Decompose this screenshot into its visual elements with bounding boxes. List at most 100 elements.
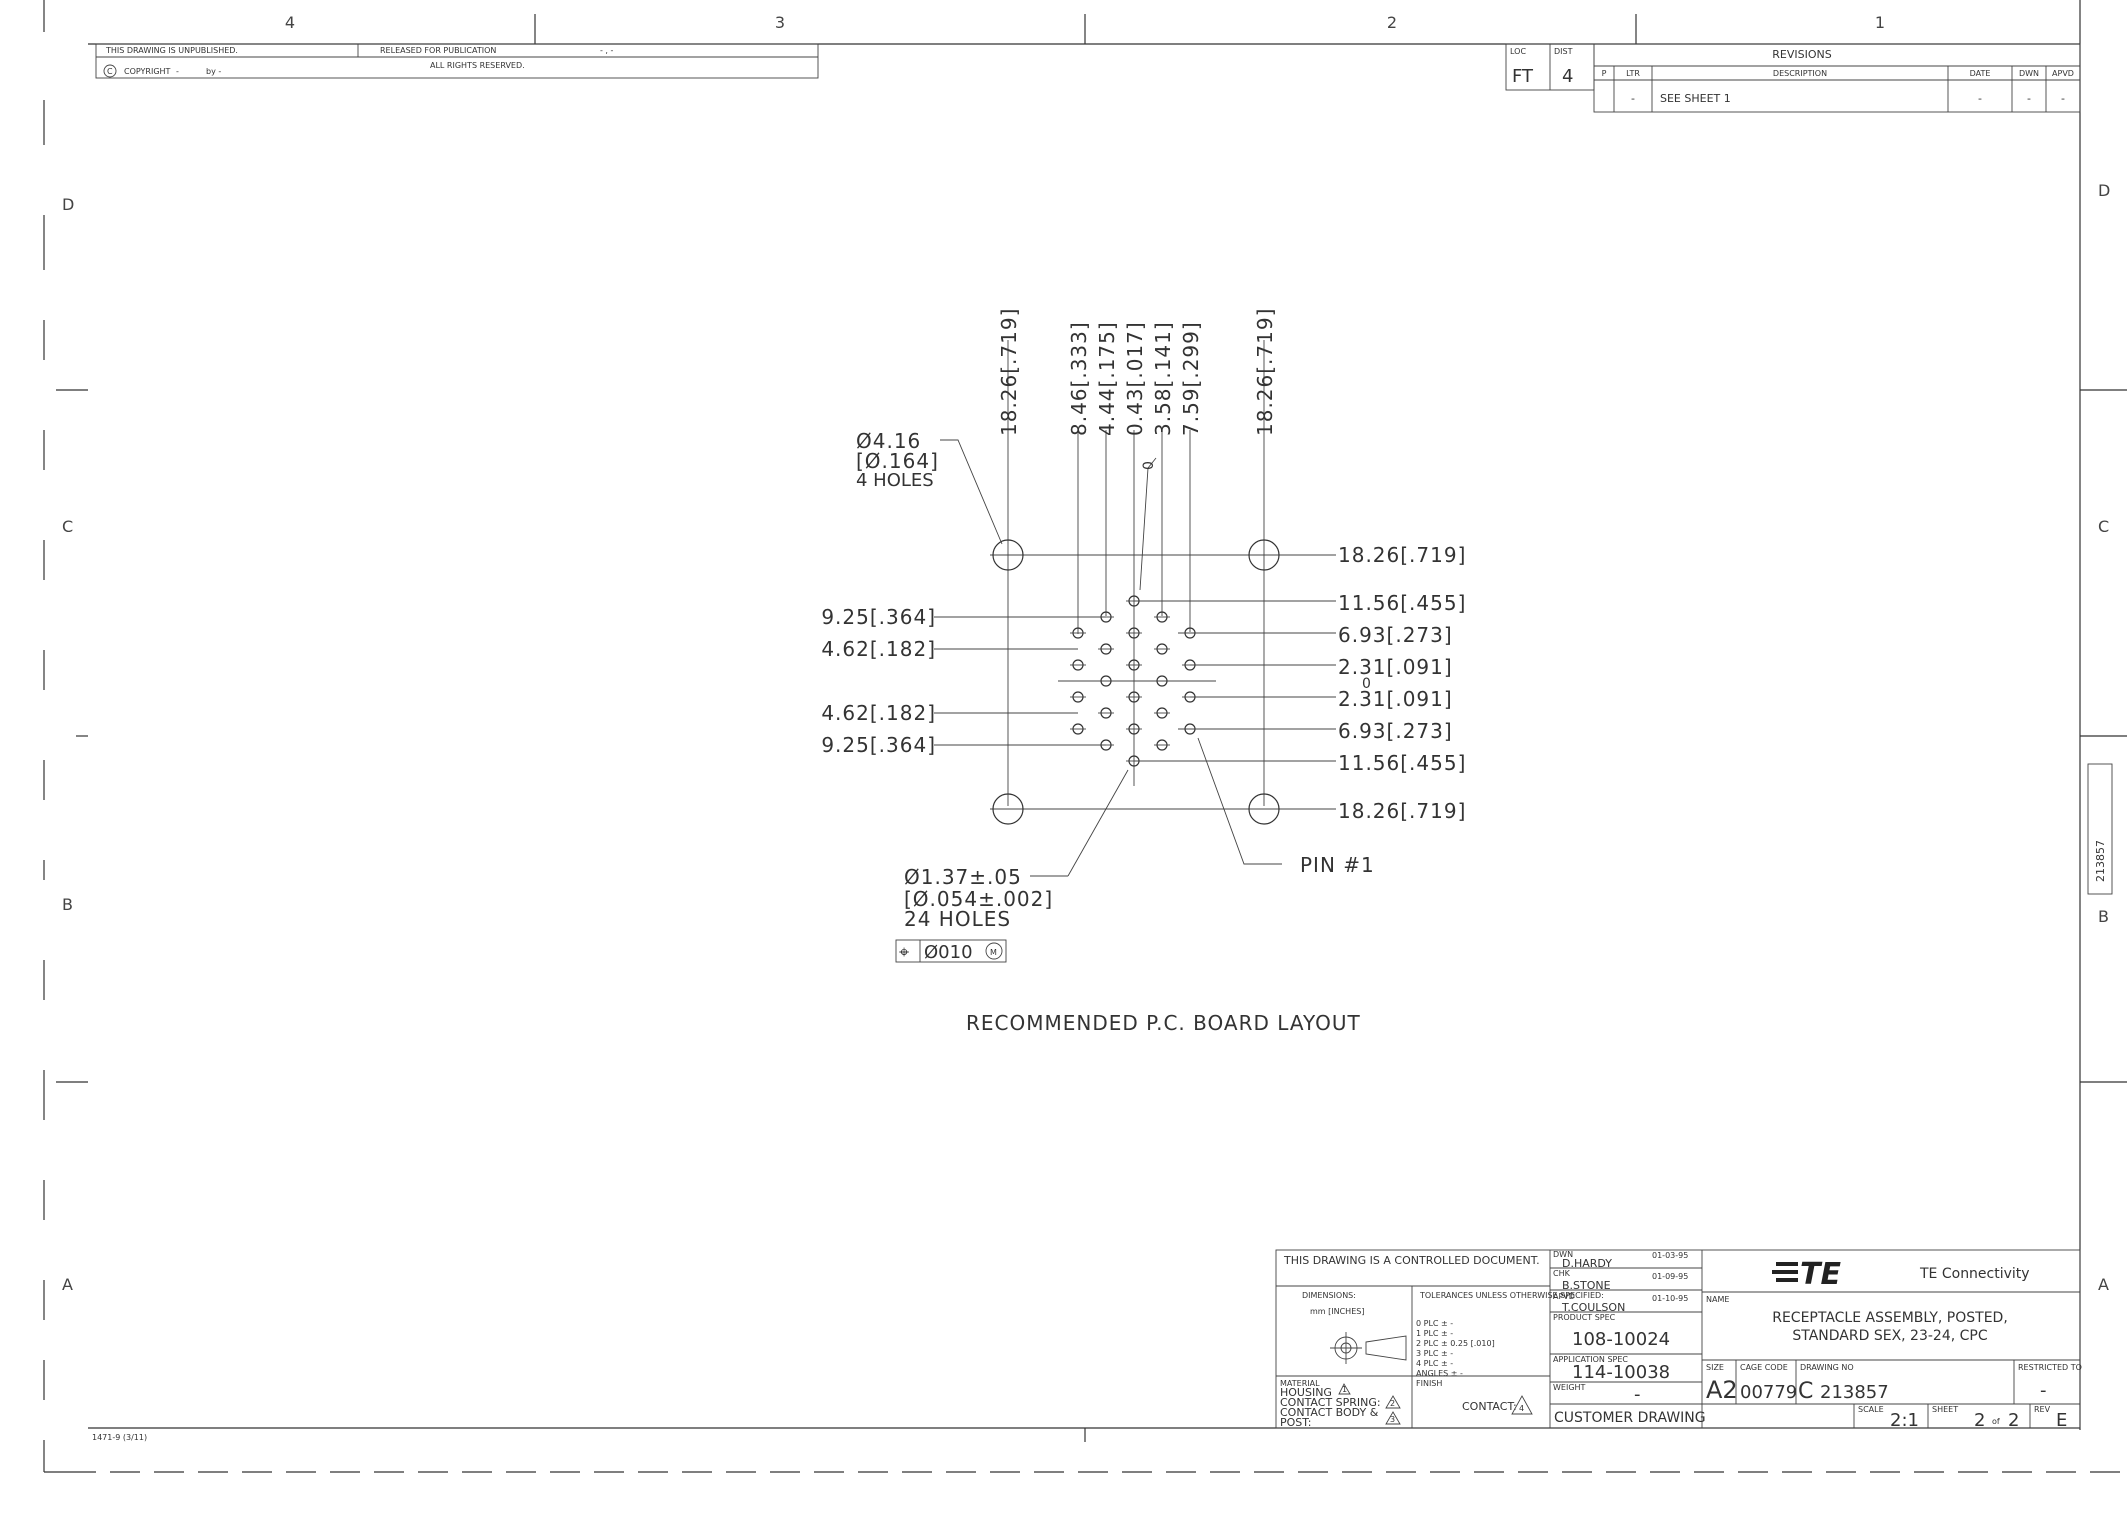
form-number: 1471-9 (3/11) bbox=[92, 1433, 147, 1442]
unpublished-note: THIS DRAWING IS UNPUBLISHED. bbox=[105, 46, 238, 55]
contact-label: CONTACT: bbox=[1462, 1400, 1517, 1413]
drawing-title: RECOMMENDED P.C. BOARD LAYOUT bbox=[966, 1011, 1361, 1035]
sheet-number: 2 bbox=[1974, 1410, 1985, 1431]
weight-value: - bbox=[1634, 1384, 1641, 1405]
mount-hole-diameter-inch: [Ø.164] bbox=[856, 449, 939, 473]
chk-label: CHK bbox=[1553, 1269, 1571, 1278]
dimensions-units: mm [INCHES] bbox=[1310, 1307, 1364, 1316]
rev-row-apvd: - bbox=[2061, 92, 2065, 105]
rev-row-desc: SEE SHEET 1 bbox=[1660, 92, 1731, 105]
pin-hole-diameter: Ø1.37±.05 bbox=[904, 865, 1022, 889]
rev-row-date: - bbox=[1978, 92, 1982, 105]
copyright-year: - bbox=[176, 67, 179, 76]
sheet-of: of bbox=[1992, 1417, 2000, 1426]
rev-header-dwn: DWN bbox=[2019, 69, 2039, 78]
zone-row-d-right: D bbox=[2098, 181, 2110, 200]
size-label: SIZE bbox=[1706, 1363, 1724, 1372]
company-name: TE Connectivity bbox=[1919, 1266, 2030, 1282]
vdim-right-mount: 18.26[.719] bbox=[1253, 308, 1277, 436]
copyright-label: COPYRIGHT bbox=[124, 67, 171, 76]
pin-hole-diameter-inch: [Ø.054±.002] bbox=[904, 887, 1053, 911]
vdim-8-46: 8.46[.333] bbox=[1067, 321, 1091, 436]
zone-row-c-right: C bbox=[2098, 517, 2109, 536]
plc-4: 4 PLC ± - bbox=[1416, 1359, 1453, 1368]
material-housing: HOUSING bbox=[1280, 1386, 1332, 1399]
mount-hole-count: 4 HOLES bbox=[856, 470, 934, 491]
vdim-3-58: 3.58[.141] bbox=[1151, 321, 1175, 436]
copyright-by: by - bbox=[206, 67, 221, 76]
part-name-line-1: RECEPTACLE ASSEMBLY, POSTED, bbox=[1772, 1310, 2008, 1326]
rev-header-apvd: APVD bbox=[2052, 69, 2074, 78]
pcb-layout: 18.26[.719] 8.46[.333] 4.44[.175] 0.43[.… bbox=[821, 308, 1466, 1035]
size-value: A2 bbox=[1706, 1376, 1738, 1404]
sheet-label: SHEET bbox=[1932, 1405, 1958, 1414]
rdim-6: 6.93[.273] bbox=[1338, 719, 1453, 743]
scale-label: SCALE bbox=[1858, 1405, 1884, 1414]
part-name-line-2: STANDARD SEX, 23-24, CPC bbox=[1792, 1328, 1987, 1344]
rev-row-ltr: - bbox=[1631, 92, 1635, 105]
loc-label: LOC bbox=[1510, 47, 1526, 56]
plc-angles: ANGLES ± - bbox=[1416, 1369, 1463, 1378]
apvd-date: 01-10-95 bbox=[1652, 1294, 1688, 1303]
dimensions-label: DIMENSIONS: bbox=[1302, 1291, 1356, 1300]
zone-col-3: 3 bbox=[775, 13, 785, 32]
product-spec-label: PRODUCT SPEC bbox=[1553, 1313, 1616, 1322]
zone-row-b-left: B bbox=[62, 895, 73, 914]
rev-row-dwn: - bbox=[2027, 92, 2031, 105]
copyright-symbol: C bbox=[107, 67, 113, 76]
rev-header-p: P bbox=[1602, 69, 1607, 78]
controlled-document: THIS DRAWING IS A CONTROLLED DOCUMENT. bbox=[1283, 1254, 1540, 1267]
revisions-title: REVISIONS bbox=[1772, 48, 1831, 61]
scale-value: 2:1 bbox=[1890, 1410, 1919, 1431]
material-body: CONTACT BODY & bbox=[1280, 1406, 1379, 1419]
vdim-0-43: 0.43[.017] bbox=[1123, 321, 1147, 436]
zone-row-c-left: C bbox=[62, 517, 73, 536]
zero-horizontal: 0 bbox=[1362, 676, 1371, 692]
material-post: POST: bbox=[1280, 1416, 1312, 1429]
dwn-label: DWN bbox=[1553, 1250, 1573, 1259]
rdim-8: 18.26[.719] bbox=[1338, 799, 1466, 823]
side-tag: 213857 bbox=[2087, 763, 2113, 895]
finish-label: FINISH bbox=[1416, 1379, 1442, 1388]
callout-4: 4 bbox=[1519, 1404, 1524, 1413]
mmc-modifier: M bbox=[990, 948, 997, 957]
tolerances-label: TOLERANCES UNLESS OTHERWISE SPECIFIED: bbox=[1419, 1291, 1604, 1300]
drawing-no-label: DRAWING NO bbox=[1800, 1363, 1854, 1372]
zone-row-a-right: A bbox=[2098, 1275, 2109, 1294]
te-logo: TE bbox=[1772, 1257, 1841, 1292]
product-spec: 108-10024 bbox=[1572, 1329, 1670, 1350]
zero-vertical: 0 bbox=[1141, 461, 1157, 470]
sheet-total: 2 bbox=[2008, 1410, 2019, 1431]
rev-header-date: DATE bbox=[1970, 69, 1991, 78]
revisions-table: REVISIONS P LTR DESCRIPTION DATE DWN APV… bbox=[1593, 43, 2081, 113]
logo-te: TE bbox=[1800, 1257, 1841, 1292]
rights-reserved: ALL RIGHTS RESERVED. bbox=[430, 61, 525, 70]
rdim-1: 18.26[.719] bbox=[1338, 543, 1466, 567]
pin-1-label: PIN #1 bbox=[1300, 853, 1375, 877]
zone-row-a-left: A bbox=[62, 1275, 73, 1294]
zone-row-d-left: D bbox=[62, 195, 74, 214]
weight-label: WEIGHT bbox=[1553, 1383, 1586, 1392]
plc-1: 1 PLC ± - bbox=[1416, 1329, 1453, 1338]
rev-value: E bbox=[2056, 1410, 2067, 1431]
material-spring: CONTACT SPRING: bbox=[1280, 1396, 1381, 1409]
callout-2: 2 bbox=[1390, 1399, 1395, 1408]
dist-value: 4 bbox=[1562, 66, 1573, 87]
cage-value: 00779 bbox=[1740, 1382, 1797, 1403]
released-label: RELEASED FOR PUBLICATION bbox=[380, 46, 496, 55]
dist-label: DIST bbox=[1554, 47, 1573, 56]
loc-dist-box: LOC FT DIST 4 bbox=[1505, 43, 1595, 91]
app-spec: 114-10038 bbox=[1572, 1362, 1670, 1383]
plc-3: 3 PLC ± - bbox=[1416, 1349, 1453, 1358]
apvd-label: APVD bbox=[1553, 1292, 1575, 1301]
zone-col-4: 4 bbox=[285, 13, 295, 32]
drawing-no-prefix: C bbox=[1798, 1379, 1813, 1404]
release-box: THIS DRAWING IS UNPUBLISHED. C COPYRIGHT… bbox=[95, 43, 819, 79]
material-label: MATERIAL bbox=[1280, 1379, 1320, 1388]
callout-3: 3 bbox=[1390, 1415, 1395, 1424]
side-tag-number: 213857 bbox=[2094, 840, 2107, 882]
ldim-4-62-bottom: 4.62[.182] bbox=[821, 701, 936, 725]
chk-date: 01-09-95 bbox=[1652, 1272, 1688, 1281]
rdim-2: 11.56[.455] bbox=[1338, 591, 1466, 615]
